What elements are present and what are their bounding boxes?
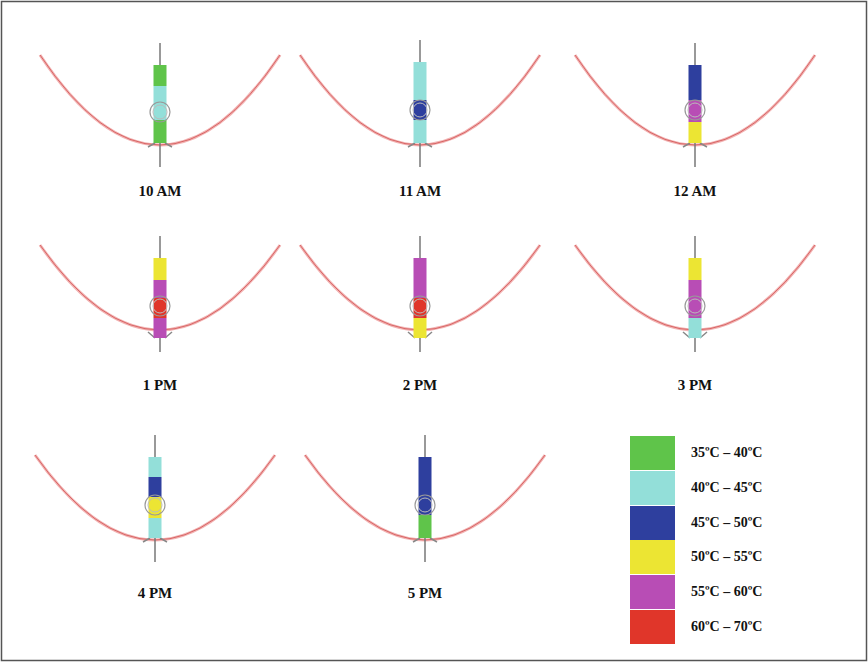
dish-edge <box>300 55 540 145</box>
focus-ring <box>413 299 427 313</box>
focus-ring <box>153 105 167 119</box>
dish-reflector <box>40 55 280 145</box>
legend-text: 45ºC – 50ºC <box>691 515 762 531</box>
legend-text: 55ºC – 60ºC <box>691 584 762 600</box>
legend-swatch <box>630 471 675 505</box>
focus-ring <box>688 299 702 313</box>
solar-dish <box>575 43 815 167</box>
time-label: 4 PM <box>138 585 173 602</box>
time-label: 11 AM <box>399 183 441 200</box>
legend-swatch <box>630 575 675 609</box>
dish-reflector <box>35 455 275 540</box>
legend-row: 40ºC – 45ºC <box>630 471 762 505</box>
support-legs <box>143 538 167 542</box>
time-label: 12 AM <box>674 183 717 200</box>
receiver-segment <box>689 65 702 100</box>
receiver-segment <box>419 515 432 538</box>
legend-swatch <box>630 506 675 540</box>
legend-row: 60ºC – 70ºC <box>630 610 762 644</box>
dish-edge <box>40 55 280 145</box>
receiver-segment <box>419 457 432 515</box>
focus-ring <box>150 296 170 316</box>
support-legs <box>148 143 172 147</box>
focus-ring <box>148 498 162 512</box>
solar-dish <box>575 236 815 352</box>
focus-ring <box>415 495 435 515</box>
dish-edge <box>35 455 275 540</box>
legend-row: 55ºC – 60ºC <box>630 575 762 609</box>
time-label: 5 PM <box>408 585 443 602</box>
dish-reflector <box>305 455 545 540</box>
receiver-segment <box>414 258 427 298</box>
focus-ring <box>685 296 705 316</box>
time-label: 1 PM <box>143 377 178 394</box>
receiver-segment <box>154 258 167 280</box>
receiver-segment <box>414 100 427 120</box>
focus-ring <box>410 100 430 120</box>
solar-dish <box>300 40 540 167</box>
legend-swatch <box>630 436 675 470</box>
focus-ring <box>418 498 432 512</box>
receiver-segment <box>154 280 167 298</box>
legend-row: 45ºC – 50ºC <box>630 506 762 540</box>
receiver-segment <box>689 258 702 280</box>
focus-ring <box>145 495 165 515</box>
legend-text: 60ºC – 70ºC <box>691 619 762 635</box>
focus-ring <box>150 102 170 122</box>
support-legs <box>408 143 432 147</box>
receiver-segment <box>149 457 162 477</box>
time-label: 10 AM <box>139 183 182 200</box>
receiver-segment <box>689 122 702 143</box>
focus-ring <box>413 103 427 117</box>
legend-swatch <box>630 540 675 574</box>
time-label: 3 PM <box>678 377 713 394</box>
time-label: 2 PM <box>403 377 438 394</box>
receiver-segment <box>154 65 167 86</box>
receiver-segment <box>689 280 702 318</box>
focus-ring <box>685 100 705 120</box>
legend-text: 35ºC – 40ºC <box>691 445 762 461</box>
legend-swatch <box>630 610 675 644</box>
dish-reflector <box>575 55 815 145</box>
legend-row: 50ºC – 55ºC <box>630 540 762 574</box>
receiver-segment <box>689 318 702 338</box>
focus-ring <box>688 103 702 117</box>
solar-dish <box>35 435 275 562</box>
support-legs <box>413 538 437 542</box>
dish-edge <box>575 55 815 145</box>
solar-dish <box>40 236 280 352</box>
support-legs <box>683 143 707 147</box>
solar-dish <box>40 43 280 167</box>
focus-ring <box>410 296 430 316</box>
receiver-segment <box>414 120 427 143</box>
solar-dish <box>305 435 545 562</box>
legend-text: 50ºC – 55ºC <box>691 549 762 565</box>
dish-reflector <box>300 55 540 145</box>
receiver-segment <box>149 518 162 538</box>
receiver-segment <box>154 318 167 338</box>
dish-edge <box>305 455 545 540</box>
receiver-segment <box>414 318 427 338</box>
solar-dish <box>300 236 540 352</box>
legend-row: 35ºC – 40ºC <box>630 436 762 470</box>
receiver-segment <box>149 477 162 497</box>
receiver-segment <box>154 120 167 143</box>
legend-text: 40ºC – 45ºC <box>691 480 762 496</box>
receiver-segment <box>414 62 427 100</box>
focus-ring <box>153 299 167 313</box>
